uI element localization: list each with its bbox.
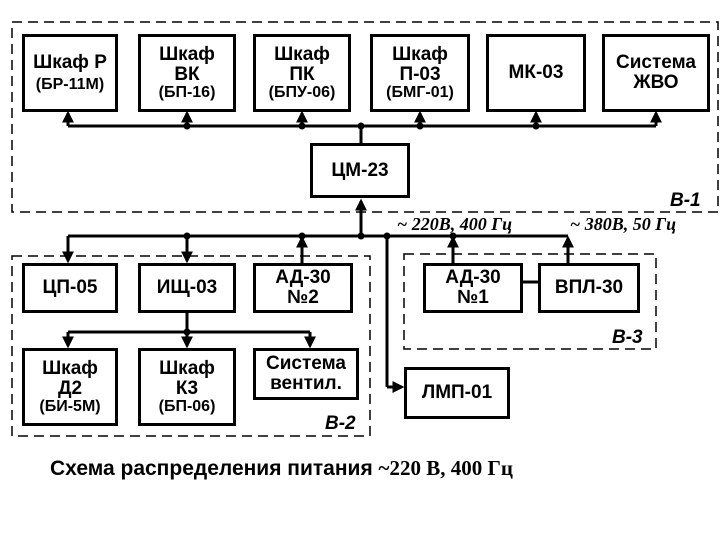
node-subtitle: (БП-06) — [158, 397, 216, 415]
node-vpl30: ВПЛ-30 — [538, 263, 640, 313]
node-ad30-1: АД-30 №1 — [423, 263, 523, 313]
node-line1: Шкаф — [392, 43, 448, 65]
diagram-caption: Схема распределения питания ~220 В, 400 … — [50, 456, 513, 481]
power-label-220: ~ 220В, 400 Гц — [397, 214, 513, 234]
node-title: ЦМ-23 — [331, 159, 389, 181]
junction-dot — [532, 122, 540, 130]
junction-dot — [357, 232, 365, 240]
junction-dot — [357, 122, 365, 130]
junction-dot — [416, 122, 424, 130]
node-line1: Шкаф — [159, 43, 215, 65]
node-line2: К3 — [175, 377, 199, 399]
node-title: Шкаф Р — [33, 51, 107, 73]
node-shkaf-pk: Шкаф ПК (БПУ-06) — [253, 34, 351, 112]
node-line2: №2 — [287, 287, 319, 308]
group-label-v2: В-2 — [325, 413, 356, 434]
group-label-v3: В-3 — [612, 327, 643, 348]
junction-dot — [298, 232, 306, 240]
node-line2: Д2 — [57, 377, 83, 399]
junction-dot — [183, 122, 191, 130]
group-label-v1: В-1 — [670, 190, 701, 211]
junction-dot — [383, 232, 391, 240]
group-frame-v3 — [403, 253, 657, 350]
node-shkaf-d2: Шкаф Д2 (БИ-5М) — [22, 348, 118, 426]
node-subtitle: (БИ-5М) — [39, 397, 101, 415]
node-line1: Система — [616, 52, 696, 74]
node-line1: Система — [266, 353, 346, 375]
caption-main: Схема распределения питания — [50, 457, 379, 480]
node-ishch03: ИЩ-03 — [138, 263, 236, 313]
node-title: ЦП-05 — [42, 277, 98, 299]
node-title: МК-03 — [508, 62, 564, 84]
node-title: ЛМП-01 — [421, 382, 493, 404]
node-lmp01: ЛМП-01 — [404, 367, 510, 419]
node-ad30-2: АД-30 №2 — [253, 263, 353, 313]
node-line2: №1 — [457, 287, 489, 308]
node-line2: вентил. — [270, 373, 342, 394]
node-mk03: МК-03 — [486, 34, 586, 112]
node-sistema-ventil: Система вентил. — [253, 348, 359, 400]
node-subtitle: (БР-11М) — [35, 75, 105, 93]
node-line1: Шкаф — [42, 357, 98, 379]
node-shkaf-p03: Шкаф П-03 (БМГ-01) — [370, 34, 470, 112]
node-subtitle: (БМГ-01) — [386, 83, 454, 101]
node-line2: ВК — [174, 63, 200, 85]
node-line1: Шкаф — [274, 43, 330, 65]
node-sistema-zhvo: Система ЖВО — [602, 34, 710, 112]
node-line1: Шкаф — [159, 357, 215, 379]
node-shkaf-r: Шкаф Р (БР-11М) — [22, 34, 118, 112]
node-cp05: ЦП-05 — [22, 263, 118, 313]
node-line2: ЖВО — [633, 72, 679, 93]
node-shkaf-k3: Шкаф К3 (БП-06) — [138, 348, 236, 426]
node-line1: АД-30 — [275, 267, 331, 289]
power-label-380: ~ 380В, 50 Гц — [570, 214, 677, 234]
node-title: ВПЛ-30 — [554, 277, 624, 299]
node-line1: АД-30 — [445, 267, 501, 289]
node-line2: П-03 — [399, 63, 441, 85]
node-shkaf-vk: Шкаф ВК (БП-16) — [138, 34, 236, 112]
node-subtitle: (БП-16) — [158, 83, 216, 101]
node-subtitle: (БПУ-06) — [268, 83, 336, 101]
caption-voltage: ~220 В, 400 Гц — [378, 456, 513, 480]
node-title: ИЩ-03 — [156, 277, 218, 299]
junction-dot — [183, 232, 191, 240]
node-line2: ПК — [289, 63, 315, 85]
group-frame-v1 — [11, 21, 719, 213]
junction-dot — [298, 122, 306, 130]
node-cm23: ЦМ-23 — [310, 143, 410, 198]
junction-dot — [449, 232, 457, 240]
junction-dot — [183, 328, 191, 336]
